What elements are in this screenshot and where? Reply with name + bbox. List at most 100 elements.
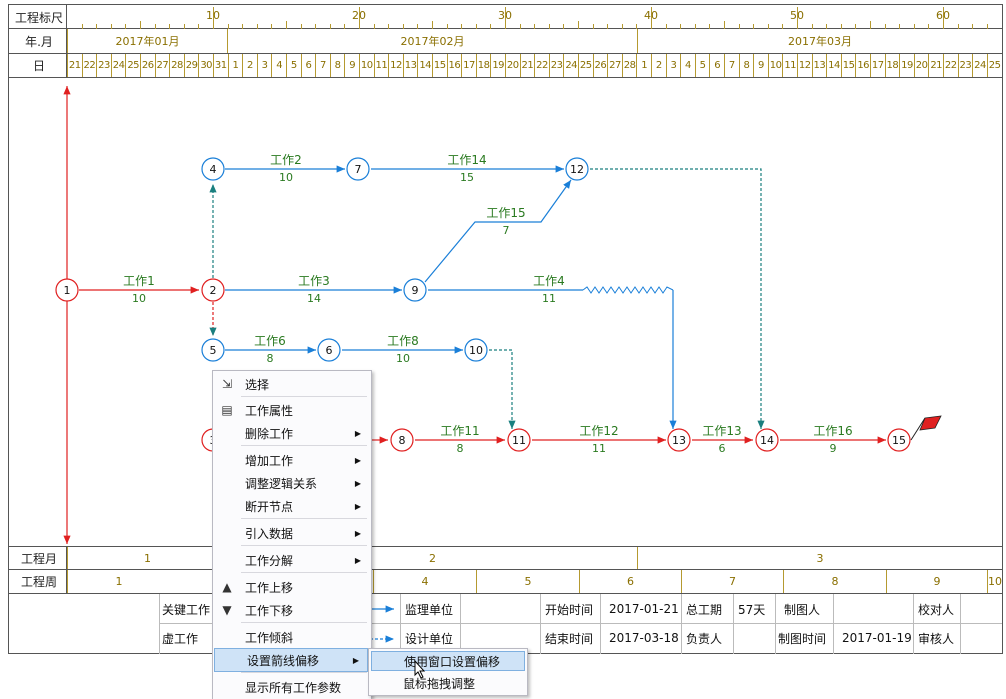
day-cell: 18 (884, 54, 900, 77)
day-cell: 10 (767, 54, 783, 77)
project-week-label: 工程周 (20, 575, 57, 589)
task-name: 工作11 (440, 424, 479, 438)
month-row-label: 年.月 (25, 34, 53, 49)
day-cell: 22 (81, 54, 97, 77)
node-label: 2 (210, 284, 217, 297)
menu-item-label: 设置箭线偏移 (247, 653, 320, 668)
day-cell: 3 (665, 54, 681, 77)
day-cell: 10 (359, 54, 374, 77)
duration-value: 57天 (738, 602, 766, 617)
scale-tick (432, 21, 433, 29)
task-name: 工作6 (254, 334, 286, 348)
node-6[interactable] (317, 338, 341, 362)
day-cell: 28 (169, 54, 184, 77)
scale-tick (753, 24, 755, 29)
task-duration: 10 (279, 171, 293, 184)
day-cell: 5 (694, 54, 710, 77)
day-cell: 20 (913, 54, 929, 77)
scale-tick (388, 24, 390, 29)
day-cell: 9 (753, 54, 768, 77)
arrow-9-12[interactable] (424, 179, 572, 283)
context-menu: ⇲选择 ▤工作属性删除工作▶ 增加工作▶调整逻辑关系▶断开节点▶ 引入数据▶ 工作分解▶… (212, 370, 372, 699)
bottom-line-3 (9, 593, 1002, 594)
menu-separator (241, 445, 367, 446)
menu-item-8[interactable]: 工作分解▶ (213, 549, 369, 571)
project-week-cell: 10 (987, 570, 1002, 593)
node-15[interactable] (887, 428, 911, 452)
node-12[interactable] (565, 157, 589, 181)
submenu-item-window-offset[interactable]: 使用窗口设置偏移 (371, 651, 525, 671)
menu-item-1[interactable]: ⇲选择 (213, 373, 369, 395)
menu-item-11[interactable]: 工作倾斜 (213, 626, 369, 648)
header-left-divider (66, 5, 67, 78)
scale-tick (957, 24, 959, 29)
node-2[interactable] (201, 278, 225, 302)
day-cell: 26 (592, 54, 608, 77)
menu-item-12[interactable]: 设置箭线偏移▶ (214, 648, 368, 672)
day-cell: 16 (446, 54, 462, 77)
day-cell: 27 (607, 54, 622, 77)
menu-item-2[interactable]: ▤工作属性 (213, 399, 369, 421)
move-down-icon: ▼ (222, 603, 232, 617)
scale-tick (563, 24, 565, 29)
node-label: 10 (469, 344, 483, 357)
node-5[interactable] (201, 338, 225, 362)
node-13[interactable] (667, 428, 691, 452)
node-label: 9 (412, 284, 419, 297)
day-cell: 29 (183, 54, 199, 77)
menu-separator (241, 572, 367, 573)
project-week-cell: 8 (783, 570, 886, 593)
node-1[interactable] (55, 278, 79, 302)
day-cell: 13 (402, 54, 418, 77)
node-4[interactable] (201, 157, 225, 181)
day-cell: 14 (826, 54, 841, 77)
scale-tick (884, 24, 886, 29)
node-7[interactable] (346, 157, 370, 181)
draw-time-label: 制图时间 (778, 631, 827, 646)
supervisor-label: 监理单位 (405, 602, 454, 617)
scale-tick (797, 7, 798, 29)
day-cell: 23 (957, 54, 973, 77)
scale-tick (96, 24, 98, 29)
node-label: 6 (326, 344, 333, 357)
day-cell: 19 (490, 54, 505, 77)
menu-item-13[interactable]: 显示所有工作参数 (213, 676, 369, 698)
project-month-cell: 1 (67, 547, 227, 569)
menu-item-label: 工作分解 (245, 553, 294, 568)
scale-tick (300, 24, 302, 29)
scale-tick (227, 24, 229, 29)
node-label: 1 (64, 284, 71, 297)
start-time-value: 2017-01-21 (609, 602, 679, 616)
node-11[interactable] (507, 428, 531, 452)
scale-tick (870, 21, 871, 29)
scale-tick (972, 24, 974, 29)
menu-item-4[interactable]: 增加工作▶ (213, 449, 369, 471)
day-cell: 13 (811, 54, 827, 77)
dummy-12-14[interactable] (590, 168, 765, 429)
menu-item-7[interactable]: 引入数据▶ (213, 522, 369, 544)
scale-tick (140, 21, 141, 29)
menu-separator (241, 545, 367, 546)
menu-item-10[interactable]: ▼工作下移 (213, 599, 369, 621)
arrow-9-13-wave[interactable] (582, 286, 674, 294)
project-week-cell: 6 (579, 570, 681, 593)
dummy-10-11[interactable] (489, 349, 516, 429)
node-8[interactable] (390, 428, 414, 452)
project-week-cell: 4 (373, 570, 476, 593)
scale-tick (446, 24, 448, 29)
menu-item-5[interactable]: 调整逻辑关系▶ (213, 472, 369, 494)
node-9[interactable] (403, 278, 427, 302)
day-cell: 2 (242, 54, 257, 77)
node-label: 4 (210, 163, 217, 176)
menu-item-9[interactable]: ▲工作上移 (213, 576, 369, 598)
menu-item-3[interactable]: 删除工作▶ (213, 422, 369, 444)
menu-item-6[interactable]: 断开节点▶ (213, 495, 369, 517)
submenu-item-mouse-drag[interactable]: 鼠标拖拽调整 (371, 673, 525, 693)
day-cell: 9 (344, 54, 359, 77)
node-10[interactable] (464, 338, 488, 362)
scale-tick (169, 24, 171, 29)
task-name: 工作14 (447, 153, 486, 167)
menu-separator (241, 622, 367, 623)
node-14[interactable] (755, 428, 779, 452)
